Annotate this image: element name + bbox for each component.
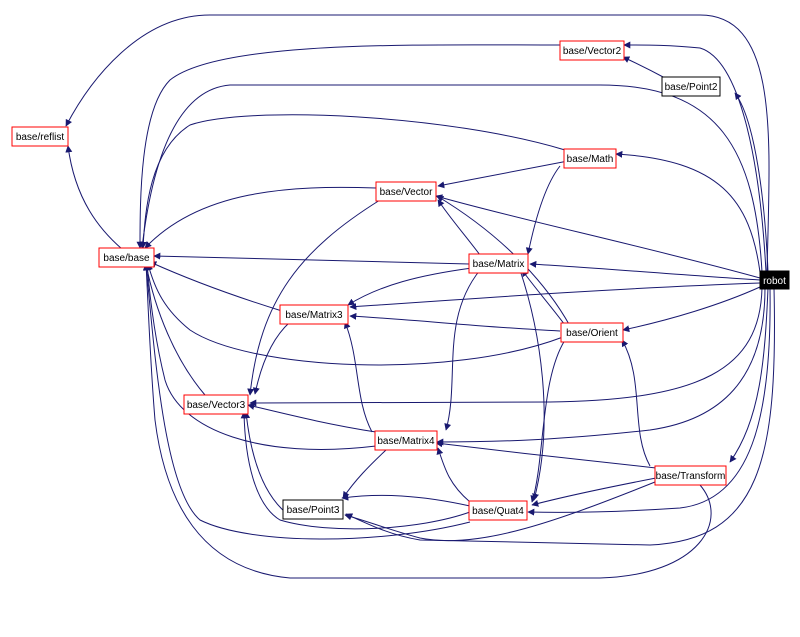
node-point2-box	[661, 76, 721, 97]
edge-matrix-quat4	[519, 269, 545, 501]
node-quat4[interactable]: base/Quat4	[468, 500, 528, 521]
node-vector2-box	[559, 40, 625, 61]
node-math-label: base/Math	[567, 154, 614, 165]
node-vector3-label: base/Vector3	[187, 400, 246, 411]
edge-robot-vector3	[249, 287, 763, 407]
node-math-box	[563, 148, 617, 169]
edge-transform-matrix4	[435, 440, 657, 469]
node-orient-label: base/Orient	[566, 328, 618, 339]
node-vector3[interactable]: base/Vector3	[183, 394, 249, 415]
node-quat4-label: base/Quat4	[472, 506, 524, 517]
edge-quat4-matrix4	[436, 447, 471, 503]
edge-robot-vector	[435, 194, 761, 279]
node-robot-label: robot	[763, 276, 786, 287]
node-reflist-box	[11, 126, 69, 147]
edge-math-matrix	[525, 165, 561, 255]
edges	[65, 14, 775, 579]
edge-transform-quat4	[531, 477, 657, 507]
edge-matrix3-base	[149, 261, 283, 312]
edge-orient-matrix	[521, 269, 566, 326]
node-math[interactable]: base/Math	[563, 148, 617, 169]
node-orient[interactable]: base/Orient	[560, 322, 624, 343]
node-matrix3[interactable]: base/Matrix3	[279, 304, 349, 325]
edge-point2-vector2	[622, 56, 666, 79]
edge-quat4-vector3	[240, 411, 471, 530]
edge-robot-base-top	[139, 84, 763, 273]
node-reflist[interactable]: base/reflist	[11, 126, 69, 147]
edge-robot-matrix	[529, 260, 761, 281]
edge-vector-vector3	[247, 199, 381, 396]
edge-robot-reflist	[65, 14, 770, 273]
edge-matrix-matrix3	[347, 267, 473, 306]
edge-vector-base	[144, 186, 377, 249]
node-vector3-box	[183, 394, 249, 415]
edge-matrix4-vector3	[247, 403, 377, 433]
edge-math-base	[139, 114, 566, 249]
edge-robot-point2	[734, 92, 769, 273]
node-vector-label: base/Vector	[380, 187, 433, 198]
node-point2[interactable]: base/Point2	[661, 76, 721, 97]
edge-matrix4-matrix3	[344, 321, 373, 433]
node-vector2-label: base/Vector2	[563, 46, 622, 57]
node-robot-box	[759, 270, 790, 290]
edge-matrix4-point3	[342, 449, 387, 499]
edge-robot-matrix3	[349, 282, 761, 311]
node-point3-box	[282, 499, 344, 520]
edge-point3-vector3	[243, 411, 286, 513]
node-base-label: base/base	[103, 253, 150, 264]
node-point2-label: base/Point2	[665, 82, 718, 93]
edge-matrix-vector	[437, 199, 481, 256]
edge-robot-math	[615, 150, 761, 273]
node-vector[interactable]: base/Vector	[375, 181, 437, 202]
node-quat4-box	[468, 500, 528, 521]
edge-transform-orient	[621, 339, 651, 467]
node-point3-label: base/Point3	[287, 505, 340, 516]
node-vector2[interactable]: base/Vector2	[559, 40, 625, 61]
node-matrix4-box	[374, 430, 438, 451]
node-matrix4[interactable]: base/Matrix4	[374, 430, 438, 451]
edge-transform-base	[142, 263, 712, 579]
edge-matrix3-vector3	[252, 321, 291, 395]
edge-orient-quat4	[530, 339, 566, 503]
node-matrix-box	[468, 253, 529, 274]
edge-vector2-base	[136, 44, 561, 249]
node-vector-box	[375, 181, 437, 202]
node-matrix3-box	[279, 304, 349, 325]
edge-robot-transform	[729, 287, 769, 463]
edge-robot-quat4	[527, 287, 771, 516]
node-matrix4-label: base/Matrix4	[377, 436, 435, 447]
nodes: base/reflist base/base base/Vector2 base…	[11, 40, 790, 521]
node-base-box	[98, 247, 155, 268]
node-transform-box	[654, 465, 727, 486]
edge-robot-point3	[345, 287, 775, 546]
node-matrix3-label: base/Matrix3	[285, 310, 343, 321]
edge-matrix-matrix4	[444, 269, 481, 431]
edge-orient-base	[146, 263, 564, 366]
node-orient-box	[560, 322, 624, 343]
node-reflist-label: base/reflist	[16, 132, 65, 143]
edge-robot-orient	[622, 286, 761, 333]
edge-quat4-base	[143, 263, 471, 540]
edge-math-vector	[437, 160, 569, 189]
node-matrix[interactable]: base/Matrix	[468, 253, 529, 274]
node-robot[interactable]: robot	[759, 270, 790, 290]
edge-robot-matrix4	[436, 287, 766, 446]
edge-orient-matrix3	[349, 312, 561, 332]
node-transform-label: base/Transform	[656, 471, 726, 482]
node-point3[interactable]: base/Point3	[282, 499, 344, 520]
edge-robot-vector2	[623, 41, 767, 273]
node-transform[interactable]: base/Transform	[654, 465, 727, 486]
edge-matrix-base	[153, 252, 471, 265]
node-matrix-label: base/Matrix	[473, 259, 525, 270]
edge-vector3-base	[143, 263, 206, 396]
node-base[interactable]: base/base	[98, 247, 155, 268]
edge-matrix4-base	[144, 263, 377, 450]
edge-base-reflist	[65, 145, 123, 250]
edge-quat4-point3	[341, 493, 471, 507]
